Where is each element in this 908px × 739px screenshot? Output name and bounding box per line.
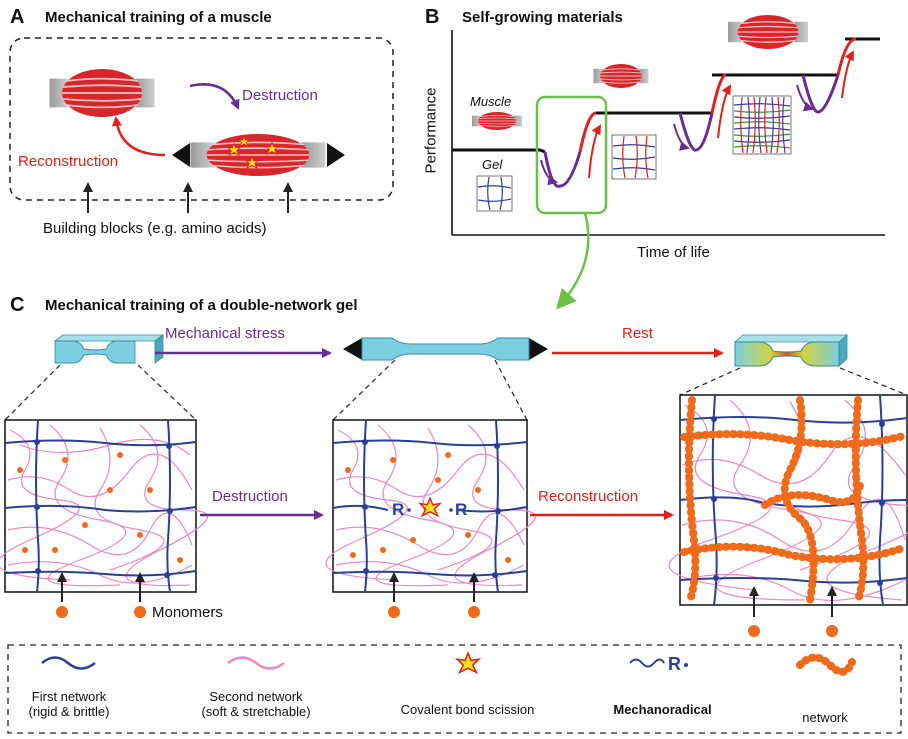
small-drop-arrows bbox=[540, 50, 854, 186]
gel-network-icon-1 bbox=[476, 175, 513, 212]
muscle-relaxed bbox=[48, 68, 156, 118]
muscle-icon-small bbox=[471, 111, 523, 131]
panel-c-reconstruction-label: Reconstruction bbox=[538, 488, 639, 505]
monomer-dots-bottom bbox=[56, 606, 838, 637]
gel-label: Gel bbox=[482, 157, 503, 172]
panel-b-title: Self-growing materials bbox=[462, 9, 623, 26]
gel-sample-rested bbox=[733, 334, 849, 367]
panel-a-title: Mechanical training of a muscle bbox=[45, 9, 272, 26]
legend-new-network-label: network bbox=[802, 710, 848, 725]
gel-sample-initial bbox=[53, 334, 165, 364]
panel-c-title: Mechanical training of a double-network … bbox=[45, 297, 358, 314]
drop-segments bbox=[543, 74, 840, 188]
muscle-icon-mid bbox=[593, 63, 649, 89]
mechanoradical-left: R bbox=[392, 500, 404, 519]
new-network-orange bbox=[680, 396, 907, 604]
monomer-arrows bbox=[57, 572, 837, 617]
legend-scission-swatch bbox=[456, 652, 480, 674]
legend-mechanoradical-label: Mechanoradical bbox=[613, 702, 712, 717]
highlight-box bbox=[535, 95, 608, 215]
panel-c-letter: C bbox=[10, 294, 25, 316]
legend-scission-label: Covalent bond scission bbox=[400, 702, 535, 717]
rise-segments bbox=[578, 37, 857, 153]
panel-a-destruction-label: Destruction bbox=[242, 87, 318, 104]
gel-network-icon-3 bbox=[732, 95, 792, 155]
zoom-lines bbox=[4, 359, 908, 421]
b-x-axis-label: Time of life bbox=[637, 244, 710, 261]
legend-first-network-label: First network (rigid & brittle) bbox=[28, 689, 110, 719]
b-y-axis-label: Performance bbox=[422, 87, 440, 174]
panel-a bbox=[9, 37, 394, 213]
network-box-3 bbox=[668, 394, 908, 606]
panel-a-dashed-box bbox=[9, 37, 394, 201]
zoom-arrow-green bbox=[556, 212, 590, 310]
mechanoradical-right: R bbox=[455, 500, 467, 519]
panel-c-destruction-label: Destruction bbox=[212, 488, 288, 505]
reconstruction-arrow bbox=[111, 116, 166, 157]
legend-second-network-swatch bbox=[227, 656, 285, 670]
gel-sample-stretched bbox=[343, 337, 548, 361]
legend-box bbox=[7, 644, 902, 734]
panel-a-reconstruction-label: Reconstruction bbox=[18, 153, 119, 170]
legend-new-network-swatch bbox=[796, 653, 856, 676]
network-box-1 bbox=[0, 419, 208, 593]
gel-network-icon-2 bbox=[611, 134, 657, 180]
performance-curve bbox=[452, 37, 880, 154]
muscle-icon-large bbox=[727, 14, 809, 50]
monomers-label: Monomers bbox=[152, 604, 223, 621]
legend-mechanoradical-swatch: R bbox=[629, 654, 688, 674]
network-box-2: R R bbox=[325, 419, 536, 593]
mechanical-stress-label: Mechanical stress bbox=[165, 325, 286, 342]
destruction-arrow bbox=[189, 83, 240, 110]
panel-c: R R bbox=[0, 334, 908, 637]
muscle-damaged bbox=[172, 132, 345, 178]
monomers-dots bbox=[17, 452, 183, 563]
svg-text:R: R bbox=[668, 654, 681, 674]
building-block-arrows bbox=[83, 182, 293, 213]
panel-b-letter: B bbox=[425, 6, 440, 28]
rest-label: Rest bbox=[622, 325, 653, 342]
curve-base-black bbox=[596, 37, 880, 115]
panel-b bbox=[451, 14, 885, 310]
legend-second-network-label: Second network (soft & stretchable) bbox=[201, 689, 311, 719]
panel-a-letter: A bbox=[10, 6, 25, 28]
legend-first-network-swatch bbox=[41, 656, 96, 670]
legend: R bbox=[7, 644, 902, 734]
building-blocks-label: Building blocks (e.g. amino acids) bbox=[43, 220, 267, 237]
muscle-label: Muscle bbox=[470, 94, 512, 109]
